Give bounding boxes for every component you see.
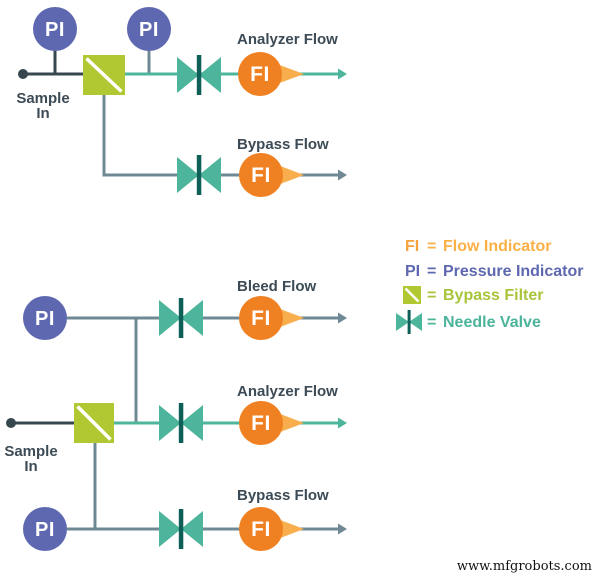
legend-needle-valve-label: Needle Valve: [443, 314, 541, 331]
sample-inlet-dot: [18, 69, 28, 79]
analyzer-flow-label: Analyzer Flow: [237, 383, 338, 400]
fi-label: FI: [251, 164, 271, 187]
bleed-flow-label: Bleed Flow: [237, 278, 317, 295]
needle-valve-icon: [159, 298, 203, 338]
needle-valve-icon: [177, 55, 221, 95]
legend-equals: =: [427, 287, 436, 304]
analyzer-flow-arrowhead: [338, 68, 347, 80]
bypass-flow-line: [102, 95, 339, 177]
needle-valve-icon: [159, 509, 203, 549]
legend: FI = Flow Indicator PI = Pressure Indica…: [396, 238, 584, 334]
legend-fi-symbol: FI: [405, 238, 419, 255]
legend-bypass-filter-label: Bypass Filter: [443, 287, 543, 304]
sample-in-label-line1: Sample: [4, 443, 57, 460]
legend-equals: =: [427, 263, 436, 280]
sample-in-label-line2: In: [24, 458, 37, 475]
needle-valve-icon: [396, 310, 422, 334]
bypass-flow-arrowhead: [338, 523, 347, 535]
fi-label: FI: [251, 307, 271, 330]
bypass-flow-label: Bypass Flow: [237, 136, 329, 153]
flow-indicator-icon: FI: [239, 507, 304, 551]
pi-label: PI: [45, 19, 65, 41]
legend-pressure-indicator-label: Pressure Indicator: [443, 263, 584, 280]
top-diagram: FI FI PI PI Analyzer Flow Bypass Flow Sa…: [16, 7, 347, 197]
pi-label: PI: [139, 19, 159, 41]
flow-indicator-icon: FI: [239, 401, 304, 445]
fi-label: FI: [250, 63, 270, 86]
sample-inlet-dot: [6, 418, 16, 428]
fi-label: FI: [251, 412, 271, 435]
sample-in-label-line1: Sample: [16, 90, 69, 107]
sample-in-label-line2: In: [36, 105, 49, 122]
legend-equals: =: [427, 314, 436, 331]
bypass-filter-diagonal: [76, 405, 112, 441]
pi-label: PI: [35, 308, 55, 330]
flow-indicator-icon: FI: [239, 153, 304, 197]
needle-valve-icon: [177, 155, 221, 195]
legend-flow-indicator-label: Flow Indicator: [443, 238, 551, 255]
flow-indicator-icon: FI: [238, 52, 304, 96]
bypass-filter-icon: [403, 286, 421, 304]
legend-pi-symbol: PI: [405, 263, 420, 280]
fi-label: FI: [251, 518, 271, 541]
bypass-flow-arrowhead: [338, 169, 347, 181]
bypass-filter-icon: [83, 55, 125, 95]
bypass-filter-icon: [74, 403, 114, 443]
pi-label: PI: [35, 519, 55, 541]
bypass-filter-diagonal: [85, 57, 123, 93]
bypass-flow-label: Bypass Flow: [237, 487, 329, 504]
pressure-indicator-icon: PI: [23, 507, 67, 551]
pressure-indicator-icon: PI: [33, 7, 77, 51]
legend-equals: =: [427, 238, 436, 255]
watermark: www.mfgrobots.com: [457, 559, 592, 574]
bleed-flow-arrowhead: [338, 312, 347, 324]
analyzer-flow-label: Analyzer Flow: [237, 31, 338, 48]
flow-indicator-icon: FI: [239, 296, 304, 340]
analyzer-flow-arrowhead: [338, 417, 347, 429]
pressure-indicator-icon: PI: [127, 7, 171, 51]
bottom-diagram: FI FI FI PI PI Bleed Flow Analyzer Flow …: [4, 278, 347, 551]
pressure-indicator-icon: PI: [23, 296, 67, 340]
needle-valve-icon: [159, 403, 203, 443]
